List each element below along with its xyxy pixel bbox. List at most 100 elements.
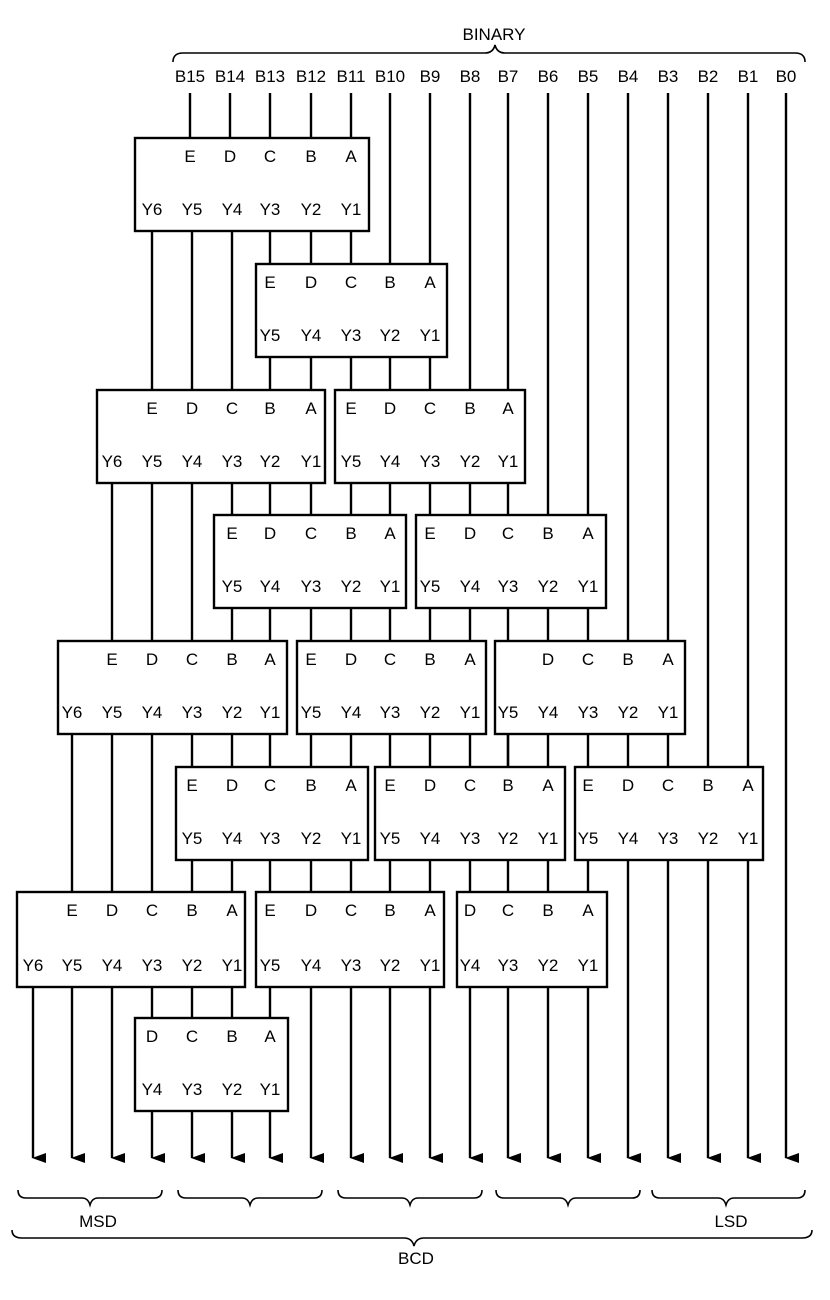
block-outline <box>212 513 408 610</box>
output-pin-y3: Y3 <box>341 326 362 345</box>
output-pin-y1: Y1 <box>420 326 441 345</box>
brace-group-lsd <box>651 1189 806 1208</box>
input-pin-b: B <box>542 901 553 920</box>
input-pin-d: D <box>384 399 396 418</box>
bit-label-b4: B4 <box>618 67 639 86</box>
output-pin-y4: Y4 <box>618 829 639 848</box>
block-outline <box>174 765 370 862</box>
output-pin-y4: Y4 <box>102 956 123 975</box>
block-outline <box>455 890 609 989</box>
output-pin-y2: Y2 <box>380 326 401 345</box>
binary-label: BINARY <box>463 25 526 44</box>
input-pin-b: B <box>702 776 713 795</box>
bit-label-b0: B0 <box>776 67 797 86</box>
input-pin-c: C <box>264 147 276 166</box>
output-pin-y3: Y3 <box>578 703 599 722</box>
input-pin-c: C <box>464 776 476 795</box>
bit-label-b12: B12 <box>296 67 326 86</box>
wires <box>31 93 799 1163</box>
input-pin-c: C <box>502 524 514 543</box>
input-pin-b: B <box>226 650 237 669</box>
input-pin-e: E <box>226 524 237 543</box>
block-outline <box>254 262 449 359</box>
bit-label-b13: B13 <box>255 67 285 86</box>
input-pin-c: C <box>264 776 276 795</box>
msd-label: MSD <box>79 1212 117 1231</box>
input-pin-e: E <box>186 776 197 795</box>
output-pin-y5: Y5 <box>301 703 322 722</box>
output-pin-y5: Y5 <box>260 956 281 975</box>
lsd-label: LSD <box>714 1212 747 1231</box>
input-pin-b: B <box>305 147 316 166</box>
output-pin-y3: Y3 <box>460 829 481 848</box>
bit-label-b8: B8 <box>460 67 481 86</box>
output-pin-y1: Y1 <box>578 577 599 596</box>
output-pin-y5: Y5 <box>260 326 281 345</box>
input-pin-d: D <box>345 650 357 669</box>
input-pin-e: E <box>264 273 275 292</box>
input-pin-a: A <box>464 650 476 669</box>
input-pin-b: B <box>622 650 633 669</box>
input-pin-a: A <box>345 776 357 795</box>
output-pin-y1: Y1 <box>738 829 759 848</box>
input-pin-e: E <box>424 524 435 543</box>
output-pin-y5: Y5 <box>182 200 203 219</box>
block-outline <box>573 765 765 862</box>
binary-brace <box>172 44 806 63</box>
output-pin-y1: Y1 <box>658 703 679 722</box>
input-pin-d: D <box>146 1027 158 1046</box>
input-pin-e: E <box>345 399 356 418</box>
output-pin-y1: Y1 <box>380 577 401 596</box>
output-pin-y2: Y2 <box>698 829 719 848</box>
input-pin-d: D <box>622 776 634 795</box>
block-outline <box>254 890 446 989</box>
block-outline <box>333 388 527 485</box>
block-outline <box>414 513 608 610</box>
output-pin-y3: Y3 <box>182 703 203 722</box>
input-pin-b: B <box>542 524 553 543</box>
bit-label-b6: B6 <box>538 67 559 86</box>
brace-group-4 <box>495 1189 641 1208</box>
input-pin-c: C <box>384 650 396 669</box>
input-pin-a: A <box>542 776 554 795</box>
input-pin-d: D <box>106 901 118 920</box>
output-pin-y4: Y4 <box>222 829 243 848</box>
bit-label-b7: B7 <box>498 67 519 86</box>
input-pin-a: A <box>582 524 594 543</box>
output-pin-y1: Y1 <box>260 1080 281 1099</box>
block-outline <box>373 765 567 862</box>
output-pin-y5: Y5 <box>380 829 401 848</box>
output-pin-y5: Y5 <box>341 452 362 471</box>
output-pin-y4: Y4 <box>341 703 362 722</box>
output-pin-y2: Y2 <box>420 703 441 722</box>
output-pin-y1: Y1 <box>498 452 519 471</box>
brace-group-msd <box>17 1189 163 1208</box>
input-pin-d: D <box>542 650 554 669</box>
input-pin-c: C <box>186 650 198 669</box>
output-pin-y3: Y3 <box>301 577 322 596</box>
input-pin-c: C <box>146 901 158 920</box>
output-pin-y3: Y3 <box>222 452 243 471</box>
output-pin-y4: Y4 <box>301 956 322 975</box>
input-pin-a: A <box>384 524 396 543</box>
output-pin-y3: Y3 <box>380 703 401 722</box>
input-pin-a: A <box>502 399 514 418</box>
input-pin-c: C <box>662 776 674 795</box>
input-pin-c: C <box>345 273 357 292</box>
input-pin-c: C <box>424 399 436 418</box>
output-pin-y1: Y1 <box>538 829 559 848</box>
input-pin-b: B <box>424 650 435 669</box>
input-pin-e: E <box>66 901 77 920</box>
input-pin-d: D <box>464 901 476 920</box>
output-pin-y1: Y1 <box>420 956 441 975</box>
bcd-brace <box>11 1229 813 1247</box>
output-pin-y2: Y2 <box>222 1080 243 1099</box>
